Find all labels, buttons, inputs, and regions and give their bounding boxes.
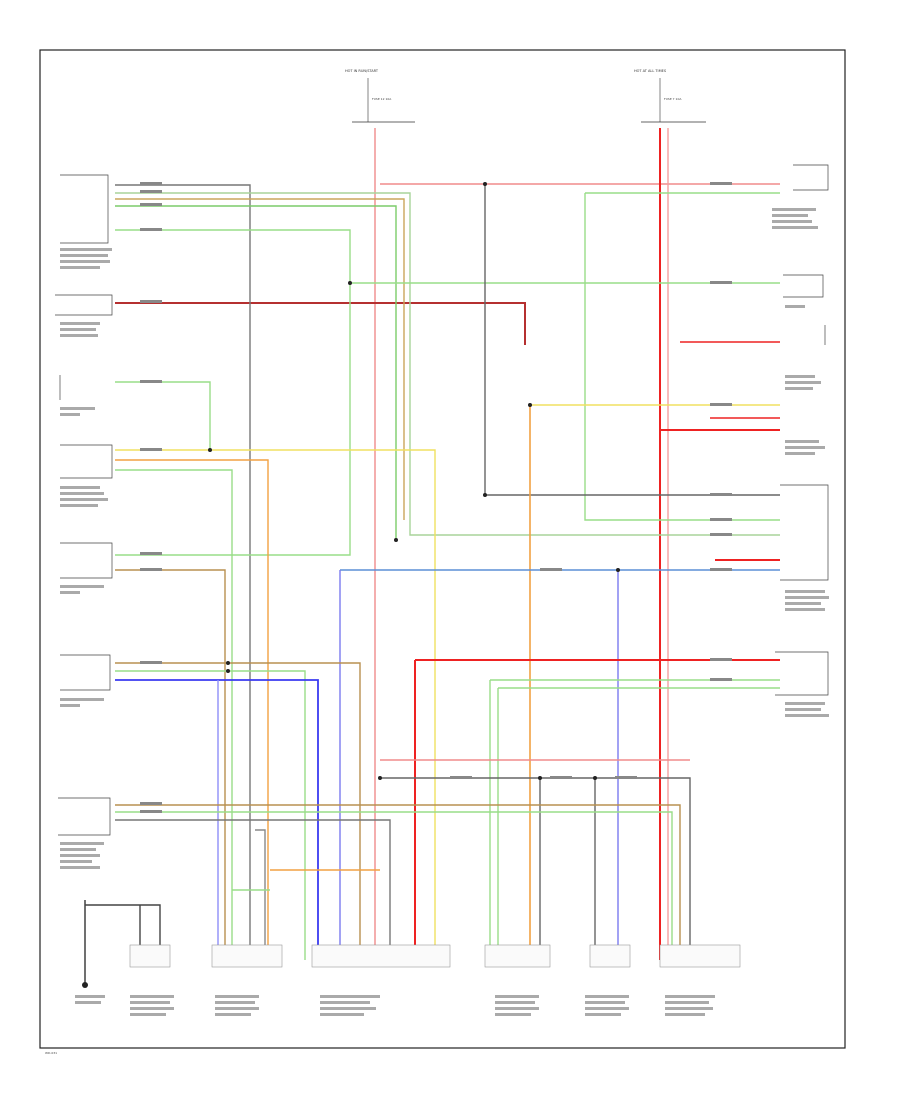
power-source-right: HOT AT ALL TIMES FUSE 7 10A: [634, 69, 706, 123]
component-box-r1: [793, 164, 829, 191]
wires: [84, 128, 780, 985]
component-box-7: [58, 797, 111, 836]
right-components: [775, 164, 829, 696]
component-label-blocks: [60, 208, 829, 1016]
component-box-r5: [775, 651, 829, 696]
component-box-6: [60, 654, 111, 691]
splice-points: [82, 182, 620, 988]
wire-color-labels: [140, 182, 732, 813]
component-box-4: [60, 444, 113, 479]
component-box-2: [55, 294, 113, 316]
diagram-border: [39, 49, 846, 1049]
left-components: [55, 174, 113, 836]
component-box-r4: [780, 484, 829, 581]
fuse-right-label: FUSE 7 10A: [664, 97, 682, 101]
power-source-left: HOT IN RUN/START FUSE 12 10A: [345, 69, 415, 123]
bottom-connectors: [129, 944, 741, 968]
power-source-left-title: HOT IN RUN/START: [345, 69, 379, 73]
component-box-1: [60, 174, 109, 244]
fuse-left-label: FUSE 12 10A: [372, 97, 392, 101]
power-source-right-title: HOT AT ALL TIMES: [634, 69, 667, 73]
component-box-5: [60, 542, 113, 579]
footer-code: WD-031: [45, 1051, 57, 1055]
component-box-r2: [783, 274, 824, 298]
